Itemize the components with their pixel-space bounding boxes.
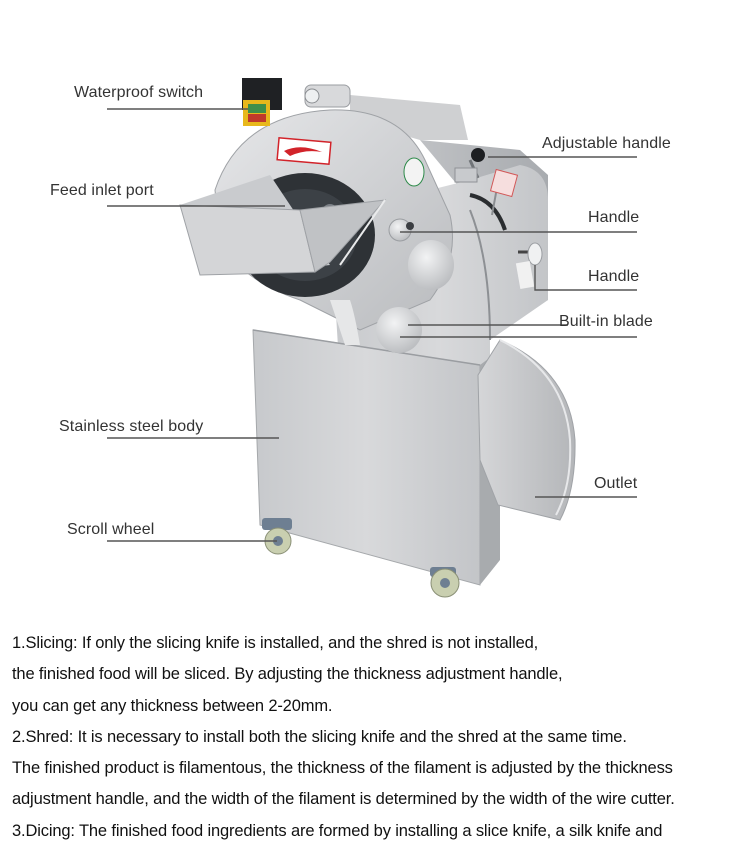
leader-lines xyxy=(107,108,637,542)
label-stainless-steel-body: Stainless steel body xyxy=(59,418,204,435)
description-line: 1.Slicing: If only the slicing knife is … xyxy=(12,634,539,652)
label-built-in-blade: Built-in blade xyxy=(559,313,653,330)
outlet-chute xyxy=(477,339,576,521)
label-handle-2: Handle xyxy=(588,268,640,285)
description-line: the finished food will be sliced. By adj… xyxy=(12,665,563,684)
label-feed-inlet-port: Feed inlet port xyxy=(50,182,154,199)
function-description: 1.Slicing: If only the slicing knife is … xyxy=(12,628,750,847)
description-line: The finished product is filamentous, the… xyxy=(12,759,673,778)
label-scroll-wheel: Scroll wheel xyxy=(67,521,155,538)
adjustable-handle xyxy=(454,148,519,231)
description-line: you can get any thickness between 2-20mm… xyxy=(12,696,333,715)
label-outlet: Outlet xyxy=(594,475,638,492)
scroll-wheels xyxy=(262,518,460,598)
description-line: 2.Shred: It is necessary to install both… xyxy=(12,727,627,746)
leader-handle-2 xyxy=(534,265,637,291)
feed-hopper xyxy=(179,175,387,276)
handle-knobs xyxy=(388,218,543,290)
description-line: 3.Dicing: The finished food ingredients … xyxy=(12,821,663,840)
machine-diagram: Waterproof switch Feed inlet port Adjust… xyxy=(50,78,671,598)
waterproof-switch xyxy=(242,78,282,126)
machine-illustration xyxy=(107,78,637,598)
description-line: adjustment handle, and the width of the … xyxy=(12,790,675,809)
label-adjustable-handle: Adjustable handle xyxy=(542,135,671,152)
label-waterproof-switch: Waterproof switch xyxy=(74,84,204,101)
domes xyxy=(330,240,454,353)
label-handle-1: Handle xyxy=(588,209,640,226)
